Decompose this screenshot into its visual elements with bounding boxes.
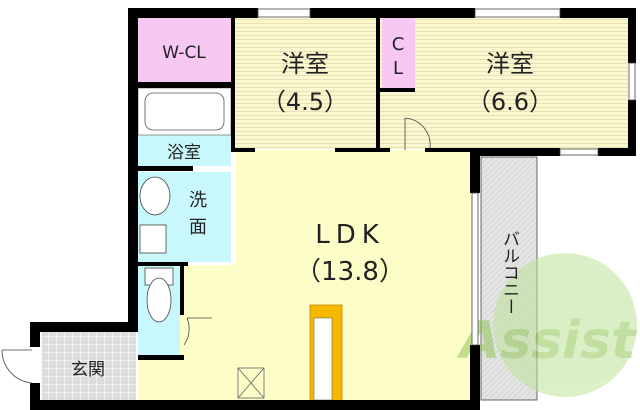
entrance-floor — [42, 332, 136, 400]
hall-floor — [180, 265, 236, 402]
wcl-label: W-CL — [162, 43, 206, 63]
refrigerator-space — [237, 367, 265, 399]
hall-floor-lower — [138, 355, 188, 402]
washroom-label-top: 洗 — [189, 190, 207, 211]
bath-label: 浴室 — [167, 143, 201, 163]
doors-windows — [1, 8, 636, 384]
assist-watermark-logo: Assist — [456, 253, 638, 397]
western-b-floor — [380, 18, 628, 149]
wcl-floor — [138, 18, 231, 82]
ldk-size: （13.8） — [295, 257, 405, 287]
toilet-bowl — [146, 277, 172, 323]
washing-machine — [139, 224, 167, 254]
western-a-label: 洋室 — [281, 50, 329, 78]
entrance-label: 玄関 — [71, 360, 105, 380]
cl-floor — [382, 18, 415, 88]
cl-label-top: C — [392, 34, 405, 55]
western-b-label: 洋室 — [486, 50, 534, 78]
ldk-label: LDK — [315, 220, 385, 250]
sink — [139, 176, 171, 216]
refrigerator-cross — [237, 367, 265, 399]
western-a-size: （4.5） — [262, 88, 348, 116]
balcony-label: バルコニー — [499, 230, 519, 315]
washroom-label-bottom: 面 — [189, 217, 207, 238]
svg-text:Assist: Assist — [456, 311, 638, 371]
ldk-floor — [236, 150, 472, 402]
western-a-floor — [234, 18, 376, 149]
walls — [30, 8, 636, 410]
bathtub-inner — [144, 92, 225, 131]
western-b-size: （6.6） — [467, 88, 553, 116]
sink-counter — [313, 317, 333, 401]
cl-label-bottom: L — [393, 58, 403, 79]
